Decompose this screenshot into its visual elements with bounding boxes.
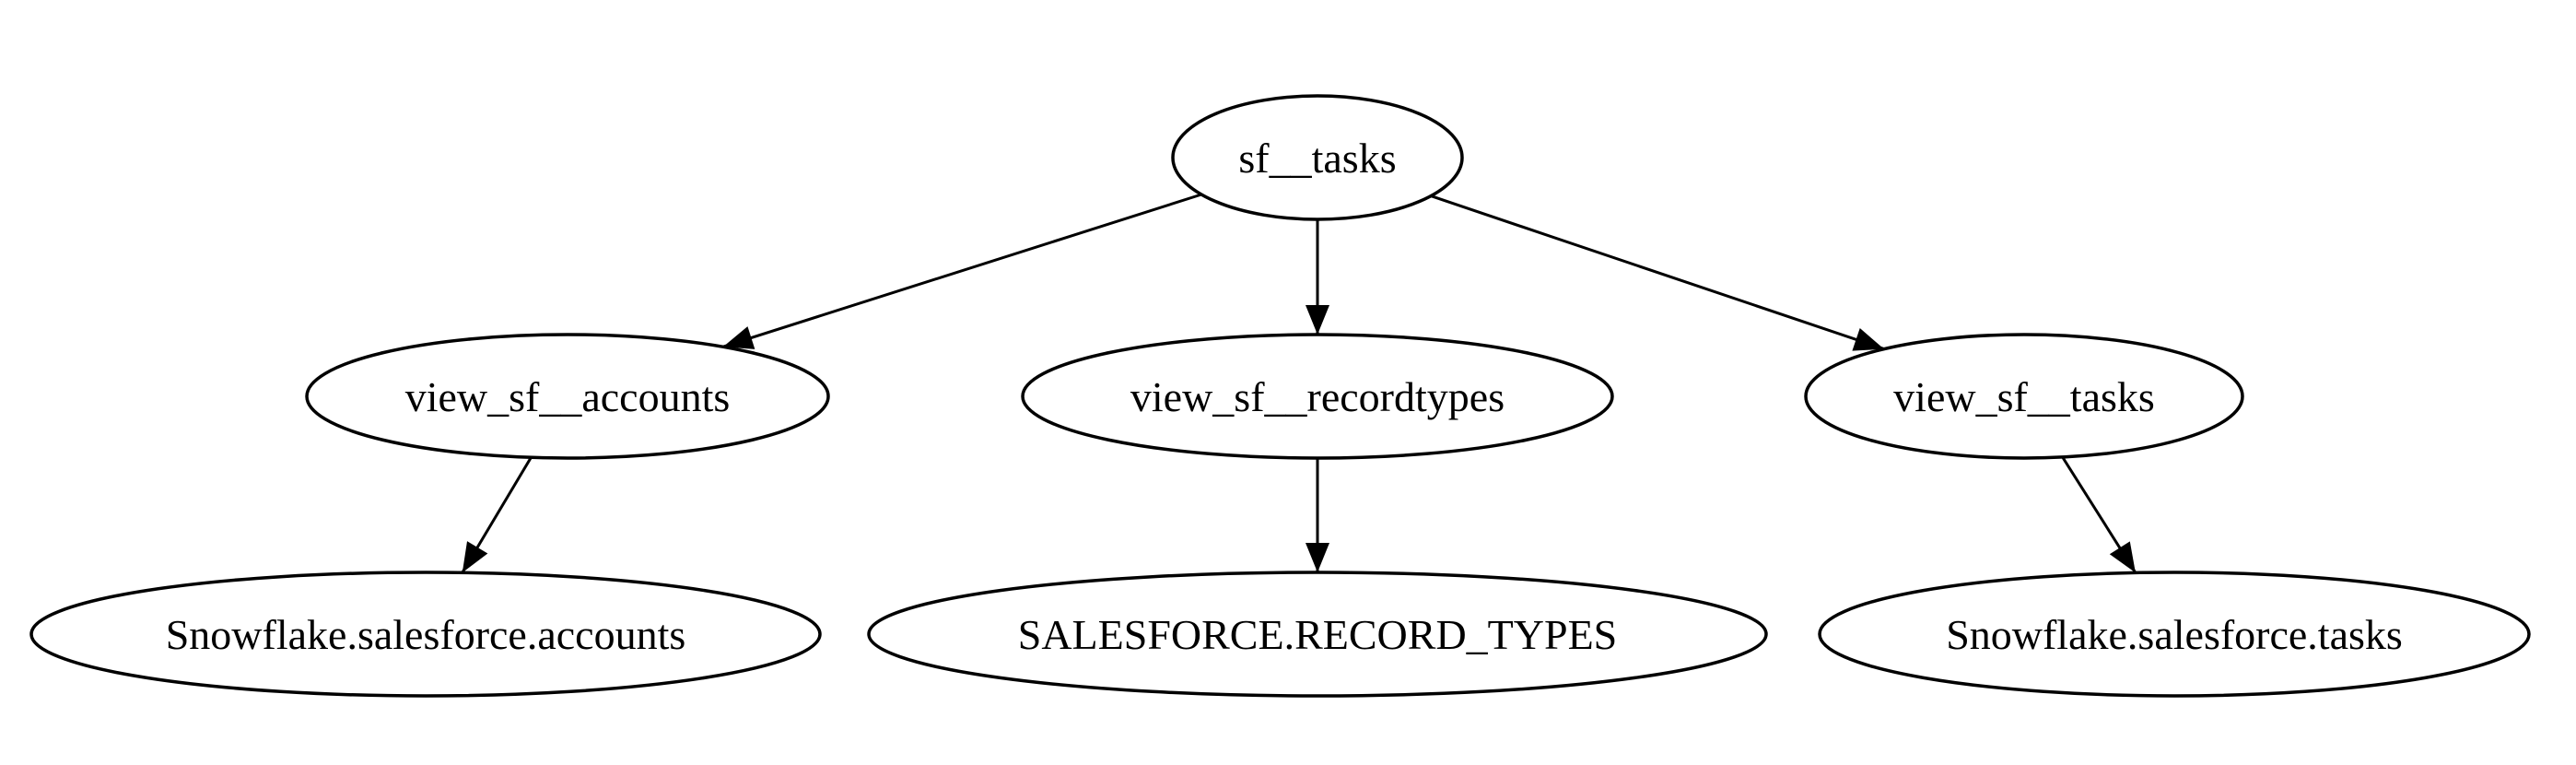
- node-sf__tasks: sf__tasks: [1171, 94, 1464, 221]
- node-label-snowflake_salesforce_accounts: Snowflake.salesforce.accounts: [166, 611, 686, 658]
- node-label-view_sf__tasks: view_sf__tasks: [1893, 373, 2155, 420]
- node-ellipse-snowflake_salesforce_accounts: [29, 571, 822, 698]
- node-ellipse-view_sf__accounts: [305, 333, 830, 460]
- nodes-layer: sf__tasks view_sf__accounts view_sf__recor…: [29, 94, 2531, 698]
- node-ellipse-salesforce_record_types: [867, 571, 1768, 698]
- node-label-view_sf__recordtypes: view_sf__recordtypes: [1130, 373, 1505, 420]
- node-label-salesforce_record_types: SALESFORCE.RECORD_TYPES: [1018, 611, 1618, 658]
- edge-view_sf__accounts-to-snowflake_salesforce_accounts: [461, 456, 533, 574]
- node-ellipse-view_sf__recordtypes: [1021, 333, 1614, 460]
- node-ellipse-snowflake_salesforce_tasks: [1818, 571, 2531, 698]
- node-ellipse-view_sf__tasks: [1804, 333, 2244, 460]
- node-view_sf__accounts: view_sf__accounts: [305, 333, 830, 460]
- edge-sf__tasks-to-view_sf__tasks: [1430, 194, 1885, 351]
- node-snowflake_salesforce_tasks: Snowflake.salesforce.tasks: [1818, 571, 2531, 698]
- node-view_sf__recordtypes: view_sf__recordtypes: [1021, 333, 1614, 460]
- edges-layer: [461, 193, 2137, 574]
- node-view_sf__tasks: view_sf__tasks: [1804, 333, 2244, 460]
- node-label-sf__tasks: sf__tasks: [1238, 135, 1396, 182]
- node-label-view_sf__accounts: view_sf__accounts: [405, 373, 731, 420]
- node-ellipse-sf__tasks: [1171, 94, 1464, 221]
- edge-view_sf__tasks-to-snowflake_salesforce_tasks: [2061, 456, 2137, 574]
- edge-sf__tasks-to-view_sf__accounts: [722, 193, 1202, 349]
- node-salesforce_record_types: SALESFORCE.RECORD_TYPES: [867, 571, 1768, 698]
- node-snowflake_salesforce_accounts: Snowflake.salesforce.accounts: [29, 571, 822, 698]
- node-label-snowflake_salesforce_tasks: Snowflake.salesforce.tasks: [1946, 611, 2403, 658]
